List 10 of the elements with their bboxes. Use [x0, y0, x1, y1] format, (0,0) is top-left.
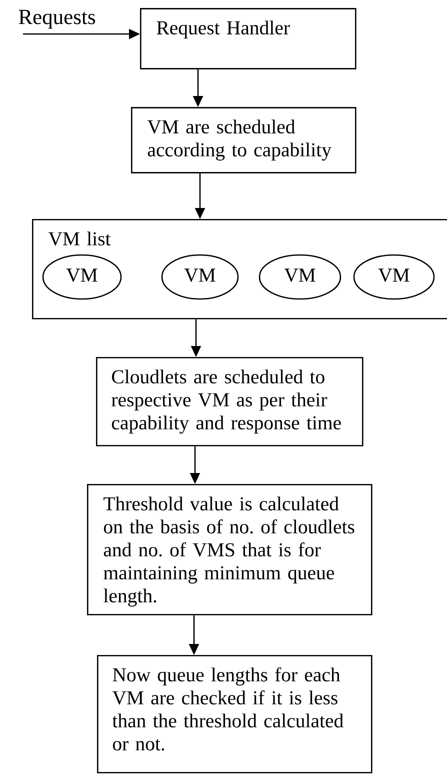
- ellipse-node: VM: [161, 254, 239, 300]
- ellipse-node: VM: [258, 254, 342, 300]
- ellipse-node: VM: [353, 254, 435, 300]
- process-box: Request Handler: [140, 8, 356, 70]
- ellipse-node: VM: [42, 254, 122, 300]
- process-box: Now queue lengths for each VM are checked if it is less than the threshold calculated or not.: [97, 655, 372, 774]
- process-box: VM are scheduled according to capability: [131, 107, 356, 174]
- process-box: Cloudlets are scheduled to respective VM as per their capability and response time: [96, 357, 364, 446]
- edge-label: Requests: [18, 10, 96, 29]
- process-box: Threshold value is calculated on the basis of no. of cloudlets and no. of VMS that is for maintaining minimum queue length.: [87, 484, 372, 616]
